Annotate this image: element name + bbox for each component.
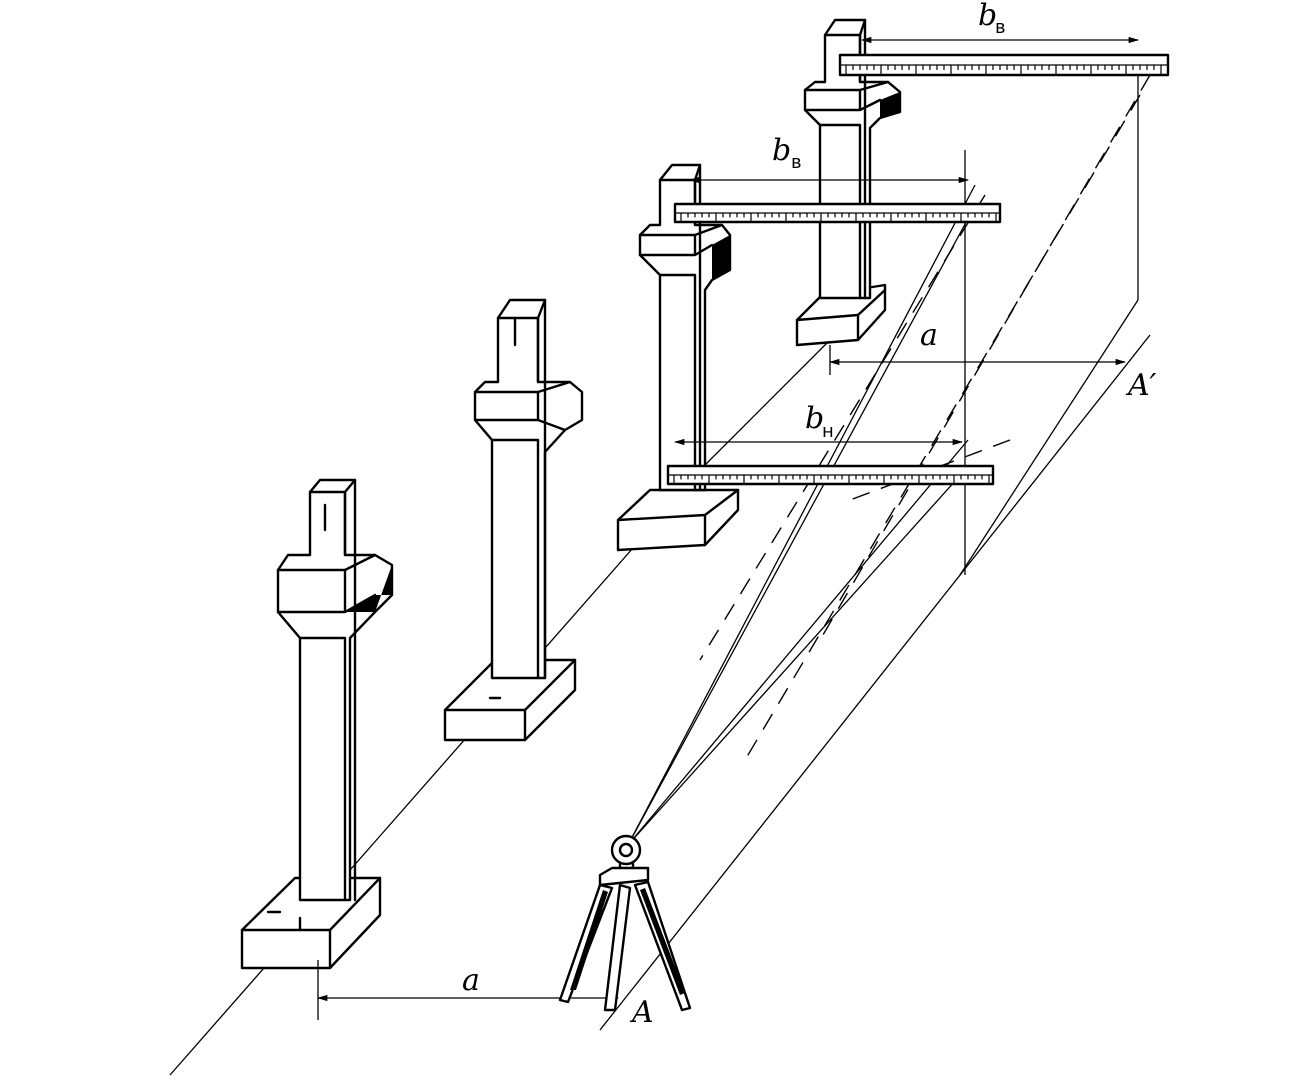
ruler-middle <box>673 202 1002 224</box>
label-b-mid-sub: в <box>791 152 802 173</box>
sight-rays <box>627 184 976 846</box>
label-a-top: a <box>920 318 938 353</box>
column-2 <box>443 298 584 742</box>
column-axis-line <box>169 539 641 1076</box>
dashed-projection-3 <box>699 194 986 661</box>
label-b-top: b <box>978 0 997 33</box>
label-b-mid: b <box>772 133 791 168</box>
label-b-low: b <box>805 401 824 436</box>
ground-connector <box>959 299 1139 576</box>
label-b-top-sub: в <box>995 17 1006 38</box>
column-4 <box>795 18 902 347</box>
label-a-bottom: a <box>462 963 480 998</box>
column-1 <box>240 478 394 970</box>
ruler-lower <box>666 464 995 486</box>
sight-line-A-A-prime <box>599 334 1151 1031</box>
theodolite-icon <box>558 834 692 1012</box>
column-3 <box>616 163 740 552</box>
ruler-top <box>838 53 1170 77</box>
dashed-projection-2 <box>744 94 1141 761</box>
label-point-A-prime: A′ <box>1125 368 1157 403</box>
label-b-low-sub: н <box>822 421 834 442</box>
column-axis-line-far <box>699 339 831 471</box>
dashed-projection-1 <box>819 74 1151 641</box>
label-point-A: A <box>629 995 654 1030</box>
